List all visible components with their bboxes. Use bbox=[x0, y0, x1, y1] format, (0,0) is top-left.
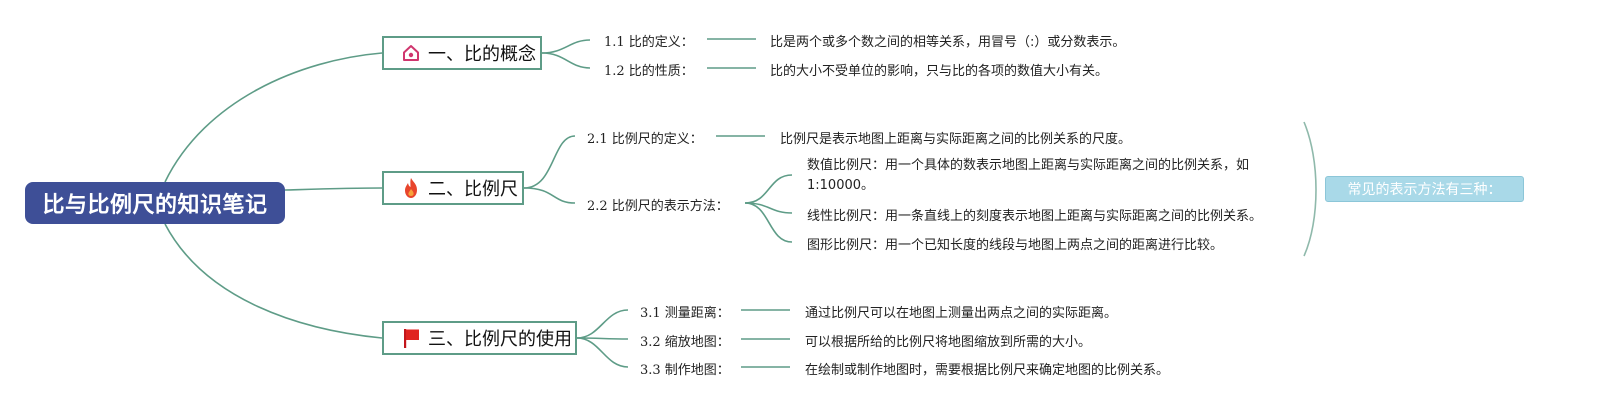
item-label: 3.1 测量距离： bbox=[640, 306, 730, 321]
root-link-1 bbox=[164, 52, 383, 183]
branch-title: 三、比例尺的使用 bbox=[428, 329, 572, 350]
b2-link-2 bbox=[523, 187, 576, 204]
b1-link-2 bbox=[541, 52, 591, 69]
branch-title: 二、比例尺 bbox=[428, 179, 518, 200]
fire-icon bbox=[400, 177, 422, 199]
root-topic[interactable]: 比与比例尺的知识笔记 bbox=[25, 182, 285, 224]
home-icon bbox=[400, 42, 422, 64]
item-label: 1.1 比的定义： bbox=[604, 35, 694, 50]
b3-link-3 bbox=[576, 337, 629, 368]
item-label: 2.1 比例尺的定义： bbox=[587, 132, 703, 147]
item-text: 比例尺是表示地图上距离与实际距离之间的比例关系的尺度。 bbox=[780, 132, 1132, 147]
b2-link-1 bbox=[523, 135, 576, 189]
b1-link-1 bbox=[541, 39, 591, 54]
subitem-text: 数值比例尺：用一个具体的数表示地图上距离与实际距离之间的比例关系，如1:1000… bbox=[807, 158, 1250, 193]
branch-concept[interactable]: 一、比的概念 bbox=[382, 36, 542, 70]
item-text: 可以根据所给的比例尺将地图缩放到所需的大小。 bbox=[805, 335, 1092, 350]
subitem-text: 图形比例尺：用一个已知长度的线段与地图上两点之间的距离进行比较。 bbox=[807, 238, 1224, 253]
item-text: 比是两个或多个数之间的相等关系，用冒号（:）或分数表示。 bbox=[770, 35, 1126, 50]
item-text: 比的大小不受单位的影响，只与比的各项的数值大小有关。 bbox=[770, 64, 1109, 79]
item-label: 3.2 缩放地图： bbox=[640, 335, 730, 350]
item-text: 通过比例尺可以在地图上测量出两点之间的实际距离。 bbox=[805, 306, 1118, 321]
branch-usage[interactable]: 三、比例尺的使用 bbox=[382, 321, 577, 355]
item-label: 1.2 比的性质： bbox=[604, 64, 694, 79]
root-link-3 bbox=[164, 223, 383, 339]
subitem-text: 线性比例尺：用一条直线上的刻度表示地图上距离与实际距离之间的比例关系。 bbox=[807, 209, 1263, 224]
flag-icon bbox=[400, 327, 422, 349]
b3-link-1 bbox=[576, 309, 629, 339]
item-label: 2.2 比例尺的表示方法： bbox=[587, 199, 729, 214]
item-label: 3.3 制作地图： bbox=[640, 363, 730, 378]
branch-scale[interactable]: 二、比例尺 bbox=[382, 171, 524, 205]
branch-title: 一、比的概念 bbox=[428, 44, 536, 65]
item-text: 在绘制或制作地图时，需要根据比例尺来确定地图的比例关系。 bbox=[805, 363, 1170, 378]
root-link-2 bbox=[284, 187, 383, 191]
summary-brace bbox=[1303, 121, 1317, 257]
summary-box[interactable]: 常见的表示方法有三种： bbox=[1325, 176, 1524, 202]
